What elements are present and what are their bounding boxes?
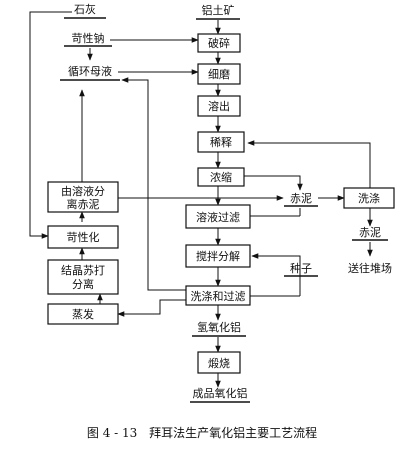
node-concentration: 浓缩 [197,167,245,187]
node-product-alumina: 成品氧化铝 [190,386,250,403]
node-crushing: 破碎 [197,33,241,53]
node-caustic-soda: 苛性钠 [64,31,112,47]
node-aluminum-hydroxide: 氢氧化铝 [192,320,246,337]
node-lime: 石灰 [64,2,106,19]
node-grinding: 细磨 [197,63,241,85]
node-wash-filter: 洗涤和过滤 [185,285,251,306]
figure-number: 图 4 - 13 [86,426,138,440]
node-calcination: 煅烧 [197,351,241,374]
node-crystal-soda-line2: 分离 [72,277,94,291]
node-mother-liquor: 循环母液 [60,64,120,81]
node-evaporation: 蒸发 [47,303,119,325]
node-caustic-soda-label: 苛性钠 [72,31,105,45]
node-dilution-label: 稀释 [210,136,232,149]
node-dilution: 稀释 [197,131,245,153]
node-aluminum-hydroxide-label: 氢氧化铝 [197,320,241,334]
figure-title: 拜耳法生产氧化铝主要工艺流程 [149,426,318,440]
node-product-alumina-label: 成品氧化铝 [193,386,248,400]
node-red-mud-mid-label: 赤泥 [290,192,312,205]
node-separation-red-mud: 由溶液分 离赤泥 [47,181,119,213]
connector-lines [29,11,373,388]
node-causticization-label: 苛性化 [67,230,100,244]
node-bauxite: 铝土矿 [196,3,240,20]
node-wash-filter-label: 洗涤和过滤 [191,289,246,303]
node-to-storage: 送往堆场 [348,261,392,275]
node-seed: 种子 [284,261,318,277]
node-washing-right: 洗涤 [343,187,395,209]
node-seed-label: 种子 [290,261,312,275]
node-agitated-decomposition: 搅拌分解 [185,244,251,268]
node-red-mud-right-label: 赤泥 [359,226,381,239]
node-red-mud-right: 赤泥 [352,226,388,241]
node-calcination-label: 煅烧 [208,356,230,370]
node-grinding-label: 细磨 [208,68,230,81]
node-separation-red-mud-line2: 离赤泥 [67,197,100,211]
node-mother-liquor-label: 循环母液 [68,64,112,78]
node-concentration-label: 浓缩 [210,171,232,184]
node-agitated-decomposition-label: 搅拌分解 [196,249,240,263]
node-crushing-label: 破碎 [208,36,230,50]
node-bauxite-label: 铝土矿 [202,3,235,17]
node-red-mud-mid: 赤泥 [284,192,318,207]
node-lime-label: 石灰 [74,2,96,16]
node-digestion-label: 溶出 [208,99,230,113]
node-crystal-soda-line1: 结晶苏打 [61,263,105,277]
node-crystal-soda: 结晶苏打 分离 [47,259,119,295]
node-washing-right-label: 洗涤 [358,191,380,205]
node-solution-filtration-label: 溶液过滤 [196,210,240,224]
node-digestion: 溶出 [197,95,241,117]
node-solution-filtration: 溶液过滤 [185,204,251,229]
node-separation-red-mud-line1: 由溶液分 [61,184,105,198]
node-causticization: 苛性化 [47,225,119,249]
node-evaporation-label: 蒸发 [72,307,94,321]
figure-caption: 图 4 - 13 拜耳法生产氧化铝主要工艺流程 [0,424,404,441]
